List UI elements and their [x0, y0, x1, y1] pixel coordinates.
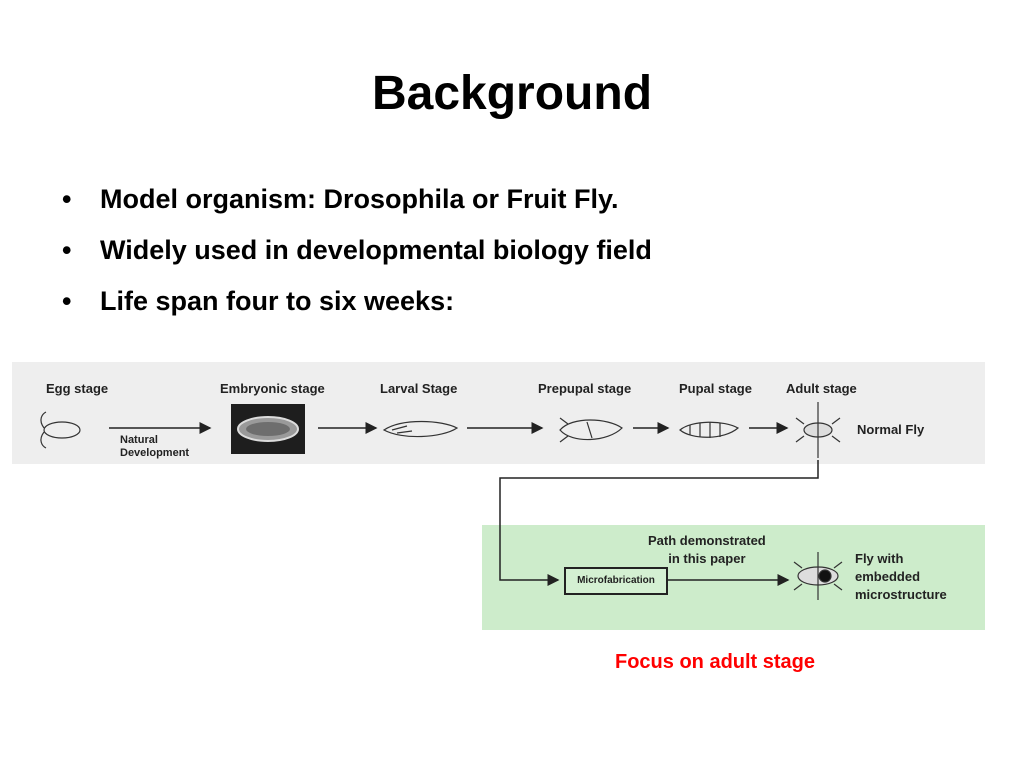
- focus-caption: Focus on adult stage: [615, 651, 815, 674]
- bullet-dot: •: [62, 284, 71, 318]
- bullet-dot: •: [62, 233, 71, 267]
- lifecycle-figure: Egg stage Embryonic stage Larval Stage P…: [12, 362, 985, 630]
- prepupa-illustration: [560, 418, 622, 442]
- bullet-text: Widely used in developmental biology fie…: [100, 235, 652, 265]
- bullet-item: • Widely used in developmental biology fi…: [62, 233, 652, 284]
- adult-fly-illustration: [796, 402, 840, 458]
- egg-illustration: [41, 412, 80, 448]
- microfabrication-box: Microfabrication: [564, 567, 668, 595]
- bullet-item: • Life span four to six weeks:: [62, 284, 652, 335]
- path-demonstrated-label: Path demonstrated in this paper: [648, 532, 766, 568]
- bullet-item: • Model organism: Drosophila or Fruit Fly…: [62, 182, 652, 233]
- fly-with-microstructure-label: Fly with embedded microstructure: [855, 550, 947, 604]
- bullet-text: Model organism: Drosophila or Fruit Fly.: [100, 184, 619, 214]
- diagram-lines: [12, 362, 985, 630]
- bullet-dot: •: [62, 182, 71, 216]
- bullet-list: • Model organism: Drosophila or Fruit Fly…: [62, 182, 652, 335]
- microstructure-fly-illustration: [794, 552, 842, 600]
- pupa-illustration: [680, 422, 738, 438]
- bullet-text: Life span four to six weeks:: [100, 286, 454, 316]
- slide-title: Background: [0, 66, 1024, 121]
- larva-illustration: [384, 422, 457, 437]
